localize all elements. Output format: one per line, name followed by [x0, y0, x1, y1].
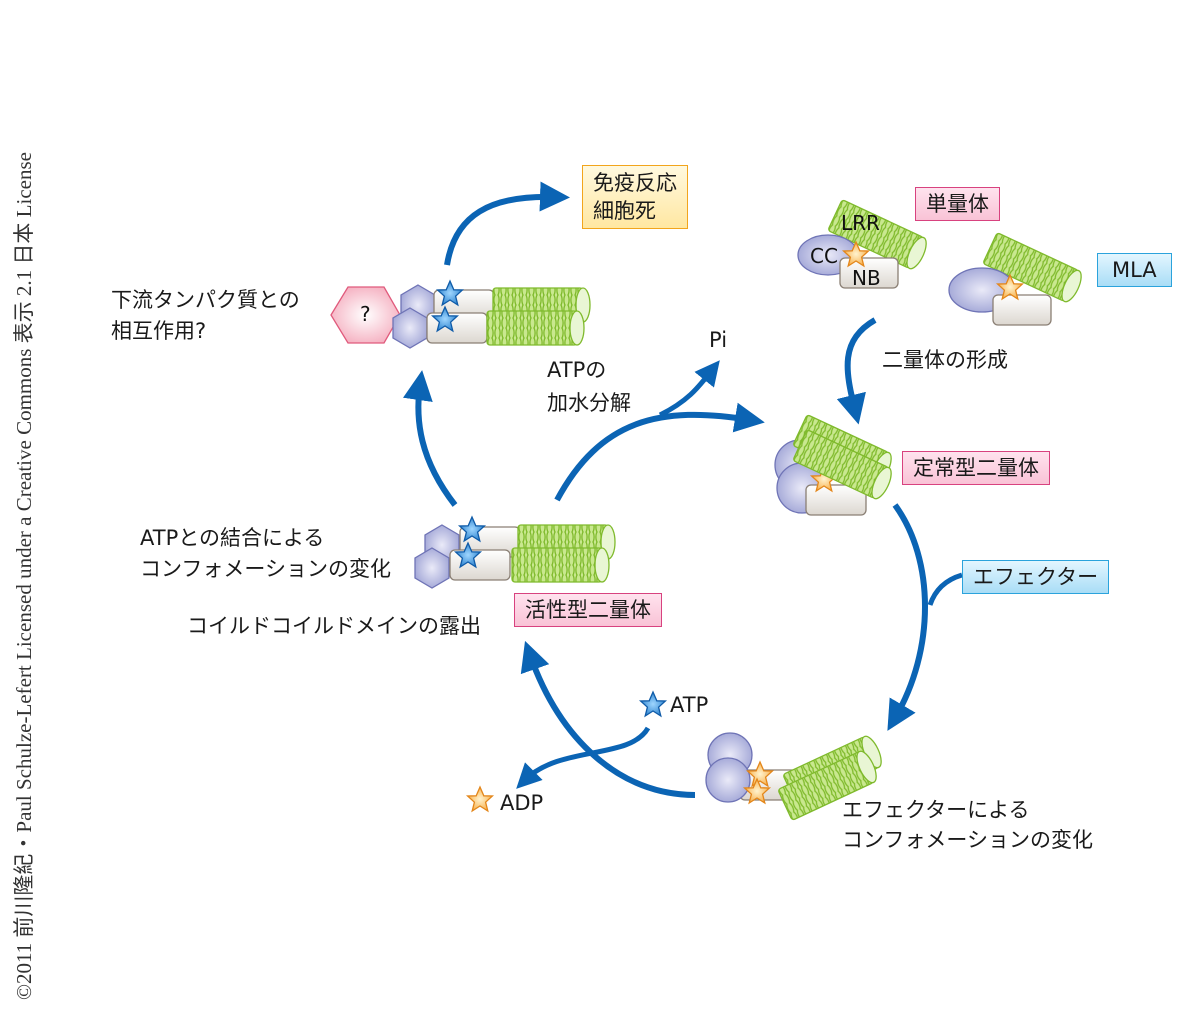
effector-conformation-line1: エフェクターによる — [842, 798, 1030, 822]
arrow-to-downstream — [403, 370, 458, 507]
downstream-interaction-line2: 相互作用? — [111, 319, 207, 343]
immune-response-label: 免疫反応 細胞死 — [582, 165, 688, 229]
arrow-to-immune-response — [444, 181, 570, 266]
arrow-atp-binding — [520, 640, 696, 798]
monomer-labeled-protein — [797, 198, 931, 289]
effector-conformation-line2: コンフォメーションの変化 — [842, 828, 1093, 852]
atp-hydrolysis-line2: 加水分解 — [547, 391, 631, 415]
arrow-dimer-formation — [836, 317, 877, 425]
monomer-protein — [948, 231, 1086, 326]
immune-response-line1: 免疫反応 — [593, 171, 677, 195]
monomer-label: 単量体 — [915, 187, 1000, 221]
nb-domain-label: NB — [852, 266, 881, 290]
atp-conformation-line2: コンフォメーションの変化 — [140, 557, 391, 581]
arrow-effector-step — [887, 503, 963, 731]
signaling-complex — [330, 280, 591, 349]
lrr-domain-label: LRR — [841, 211, 880, 235]
coiled-coil-exposure-label: コイルドコイルドメインの露出 — [187, 614, 481, 638]
adp-label: ADP — [500, 791, 544, 815]
effector-label: エフェクター — [962, 560, 1110, 594]
pi-label: Pi — [709, 328, 728, 352]
immune-response-line2: 細胞死 — [593, 199, 656, 223]
effector-bound-dimer-protein — [705, 732, 886, 822]
mla-label: MLA — [1097, 253, 1172, 287]
arrow-atp-adp-exchange — [516, 726, 651, 789]
arrow-atp-hydrolysis — [554, 360, 765, 502]
resting-dimer-protein — [774, 413, 896, 516]
atp-conformation-line1: ATPとの結合による — [140, 526, 325, 550]
unknown-partner-label: ? — [360, 302, 371, 326]
cc-domain-label: CC — [810, 244, 838, 268]
atp-star-icon — [639, 691, 667, 717]
resting-dimer-label: 定常型二量体 — [902, 451, 1050, 485]
dimer-formation-label: 二量体の形成 — [882, 348, 1008, 372]
adp-star-icon — [466, 786, 494, 812]
atp-label: ATP — [670, 693, 709, 717]
atp-hydrolysis-line1: ATPの — [547, 358, 607, 382]
active-dimer-label: 活性型二量体 — [514, 593, 662, 627]
downstream-interaction-line1: 下流タンパク質との — [111, 288, 300, 312]
active-dimer-protein — [414, 516, 616, 589]
copyright-notice: ©2011 前川隆紀・Paul Schulze-Lefert Licensed … — [12, 152, 36, 1000]
